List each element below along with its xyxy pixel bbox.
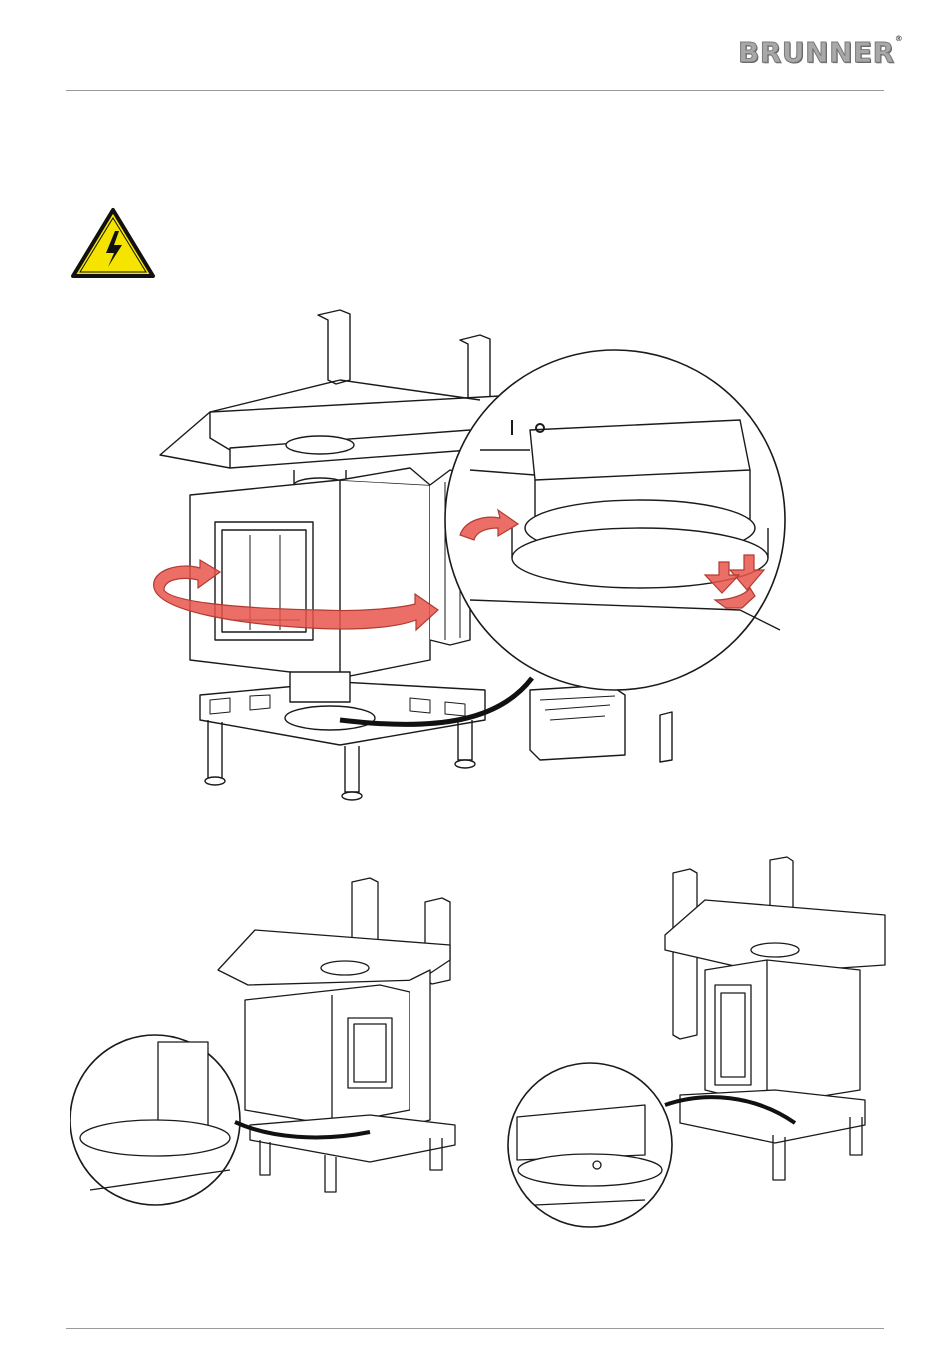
- brunner-logo: BRUNNER®: [738, 36, 903, 69]
- header-rule: [66, 90, 884, 91]
- bottom-right-figure: [505, 855, 895, 1230]
- brand-name: BRUNNER: [738, 36, 895, 69]
- main-installation-figure: [140, 300, 820, 810]
- electric-hazard-icon: [70, 207, 156, 279]
- trademark-symbol: ®: [895, 34, 904, 43]
- footer-rule: [66, 1328, 884, 1329]
- bottom-left-figure: [70, 870, 470, 1220]
